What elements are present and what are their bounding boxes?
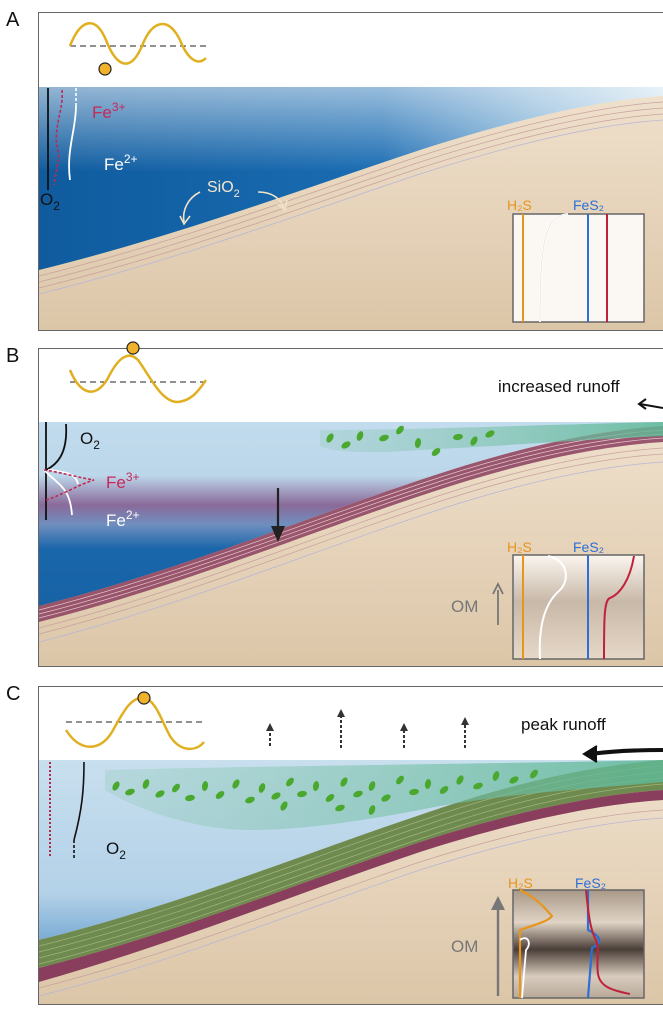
panel-b-letter: B xyxy=(6,345,19,367)
sea-level-marker-b xyxy=(127,342,139,354)
label-o2-b: O xyxy=(80,429,93,448)
inset-c-om: OM xyxy=(451,937,478,956)
inset-a-fes2: FeS₂ xyxy=(573,197,604,213)
label-fe3-a: Fe xyxy=(92,103,112,122)
inset-c-fes2: FeS₂ xyxy=(575,875,606,891)
label-sio2: SiO xyxy=(207,179,234,196)
label-o2-a: O xyxy=(40,190,53,209)
label-o2-c: O xyxy=(106,839,119,858)
panel-c-letter: C xyxy=(6,683,20,705)
sea-level-marker-c xyxy=(138,692,150,704)
runoff-label-c: peak runoff xyxy=(521,715,606,734)
inset-b-om: OM xyxy=(451,597,478,616)
inset-a-h2s: H₂S xyxy=(507,197,532,213)
sea-level-marker-a xyxy=(99,63,111,75)
panel-b: B in xyxy=(6,342,663,667)
inset-b-h2s: H₂S xyxy=(507,539,532,555)
label-fe2-b: Fe xyxy=(106,511,126,530)
inset-c-h2s: H₂S xyxy=(508,875,533,891)
label-fe3-b: Fe xyxy=(106,473,126,492)
panel-c: C xyxy=(6,683,663,1005)
runoff-label-b: increased runoff xyxy=(498,377,620,396)
panel-a: A Fe3+ Fe2+ O2 SiO2 xyxy=(6,9,663,331)
inset-b-fes2: FeS₂ xyxy=(573,539,604,555)
inset-a: H₂S FeS₂ xyxy=(507,197,644,322)
label-fe2-a: Fe xyxy=(104,155,124,174)
panel-a-letter: A xyxy=(6,9,20,31)
